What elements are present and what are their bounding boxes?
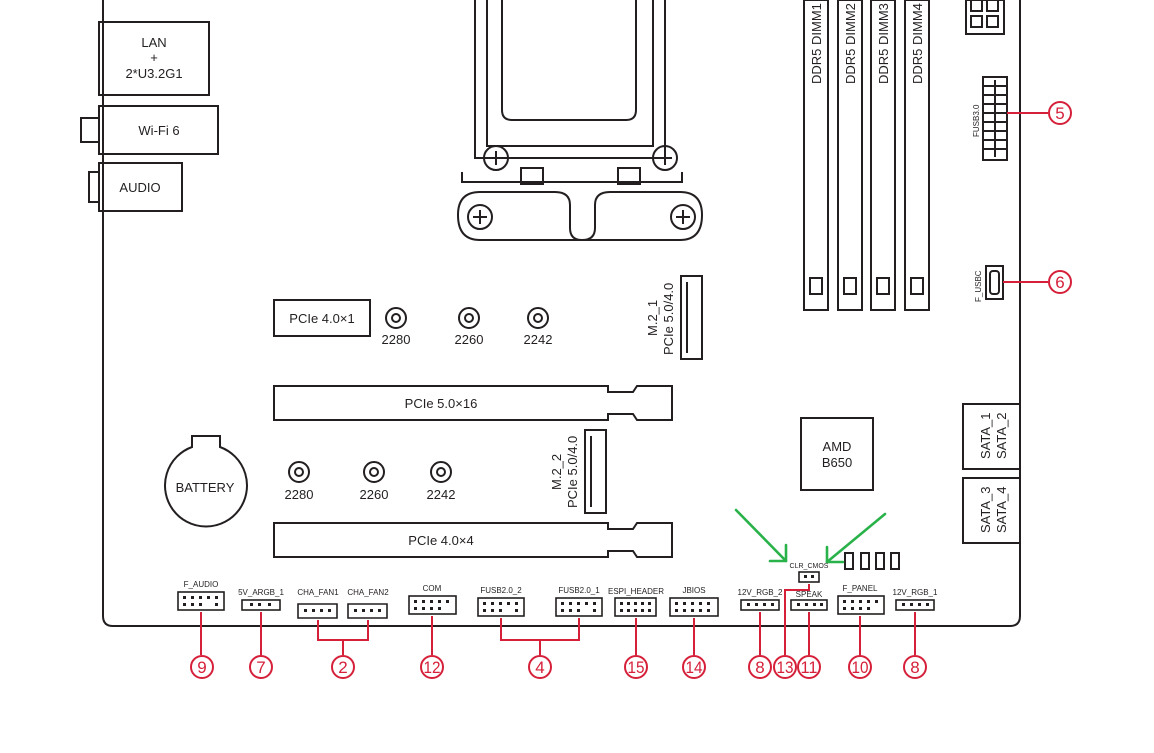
sata-4-label: SATA_4 (994, 487, 1009, 533)
argb-label: 5V_ARGB_1 (238, 588, 284, 597)
com-header (408, 595, 457, 615)
fusb2-1-label: FUSB2.0_1 (558, 586, 600, 595)
m2-1-spec-label: PCIe 5.0/4.0 (661, 283, 676, 355)
chipset-label-line2: B650 (822, 455, 852, 470)
fusb2-2-label: FUSB2.0_2 (480, 586, 522, 595)
espi-label: ESPI_HEADER (608, 587, 664, 596)
speak-label: SPEAK (796, 590, 823, 599)
f-panel-header (837, 595, 885, 615)
f-panel-label: F_PANEL (843, 584, 879, 593)
pcie-x4-label: PCIe 4.0×4 (408, 533, 473, 548)
fusbc-header (985, 265, 1004, 300)
m2-1-slot (680, 275, 703, 360)
lan-usb-port (98, 21, 210, 96)
dimm-slots (803, 0, 930, 311)
wifi-label: Wi-Fi 6 (138, 123, 179, 138)
pcie-x1-slot (273, 299, 371, 337)
cpu-socket (456, 0, 704, 242)
dimm2-label: DDR5 DIMM2 (843, 3, 858, 84)
callout-number: 14 (686, 658, 703, 677)
chipset-label-line1: AMD (823, 439, 852, 454)
standoff-top-label: 2280 (382, 332, 411, 347)
battery-label: BATTERY (176, 480, 235, 495)
board-outline (102, 0, 1021, 627)
lan-label-line1: LAN (141, 35, 166, 50)
standoff-bottom-label: 2260 (360, 487, 389, 502)
jbios-header (669, 597, 719, 617)
standoff-top-label: 2242 (524, 332, 553, 347)
fusb3-label: FUSB3.0 (972, 104, 981, 137)
rgb1-label: 12V_RGB_1 (893, 588, 938, 597)
fusb2-2-header (477, 597, 525, 617)
callout-number: 11 (801, 658, 818, 677)
callout-number: 6 (1055, 273, 1064, 292)
callout-number: 12 (424, 658, 441, 677)
m2-1-name-label: M.2_1 (645, 300, 660, 336)
callout-number: 10 (852, 658, 869, 677)
standoff-bottom-label: 2280 (285, 487, 314, 502)
audio-label: AUDIO (119, 180, 160, 195)
speak-header (790, 599, 828, 611)
clr-cmos-arrows (734, 508, 887, 564)
fusbc-label: F_USBC (974, 270, 983, 302)
chipset (800, 417, 874, 491)
cha-fan2-header (347, 603, 388, 619)
cha-fan2-label: CHA_FAN2 (347, 588, 389, 597)
cha-fan1-header (297, 603, 338, 619)
rgb1-header (895, 599, 935, 611)
callout-number: 4 (535, 658, 544, 677)
rgb2-label: 12V_RGB_2 (738, 588, 783, 597)
lan-label-line2: + (150, 50, 158, 65)
pcie-x16-slot (273, 385, 673, 421)
clr-cmos-label: CLR_CMOS (790, 563, 829, 570)
clr-cmos-jumper (798, 571, 820, 583)
callout-number: 8 (755, 658, 764, 677)
rgb2-header (740, 599, 780, 611)
callout-number: 9 (197, 658, 206, 677)
sata-3-4-connector (962, 477, 1021, 544)
standoffs-top (385, 307, 549, 329)
dimm4-label: DDR5 DIMM4 (910, 3, 925, 84)
audio-stub (88, 171, 100, 203)
sata-3-label: SATA_3 (978, 487, 993, 533)
fusb3-header (982, 76, 1008, 161)
jbios-label: JBIOS (682, 586, 705, 595)
callout-leaders (200, 112, 1048, 655)
callout-number: 7 (256, 658, 265, 677)
callout-circles (190, 101, 1072, 679)
callout-number: 8 (910, 658, 919, 677)
callout-number: 2 (338, 658, 347, 677)
battery-holder (164, 435, 248, 528)
dimm3-label: DDR5 DIMM3 (876, 3, 891, 84)
standoff-bottom-label: 2242 (427, 487, 456, 502)
argb-header (241, 599, 281, 611)
pcie-x4-slot (273, 522, 673, 558)
callout-number: 13 (777, 658, 794, 677)
standoffs-bottom (288, 461, 452, 483)
standoff-top-label: 2260 (455, 332, 484, 347)
cha-fan1-label: CHA_FAN1 (297, 588, 339, 597)
espi-header (614, 597, 657, 617)
m2-2-name-label: M.2_2 (549, 454, 564, 490)
pcie-x1-label: PCIe 4.0×1 (289, 311, 354, 326)
m2-2-slot (584, 429, 607, 514)
f-audio-label: F_AUDIO (184, 580, 219, 589)
f-audio-header (177, 591, 225, 611)
dimm1-label: DDR5 DIMM1 (809, 3, 824, 84)
pcie-x16-label: PCIe 5.0×16 (405, 396, 478, 411)
lan-label-line3: 2*U3.2G1 (125, 66, 182, 81)
sata-1-label: SATA_1 (978, 413, 993, 459)
cpu-power-connector (965, 0, 1005, 35)
callout-number: 15 (628, 658, 645, 677)
debug-leds (844, 552, 900, 570)
sata-2-label: SATA_2 (994, 413, 1009, 459)
callout-number: 5 (1055, 104, 1064, 123)
m2-2-spec-label: PCIe 5.0/4.0 (565, 436, 580, 508)
fusb2-1-header (555, 597, 603, 617)
wifi-antenna-stub (80, 117, 100, 143)
sata-1-2-connector (962, 403, 1021, 470)
com-label: COM (423, 584, 442, 593)
